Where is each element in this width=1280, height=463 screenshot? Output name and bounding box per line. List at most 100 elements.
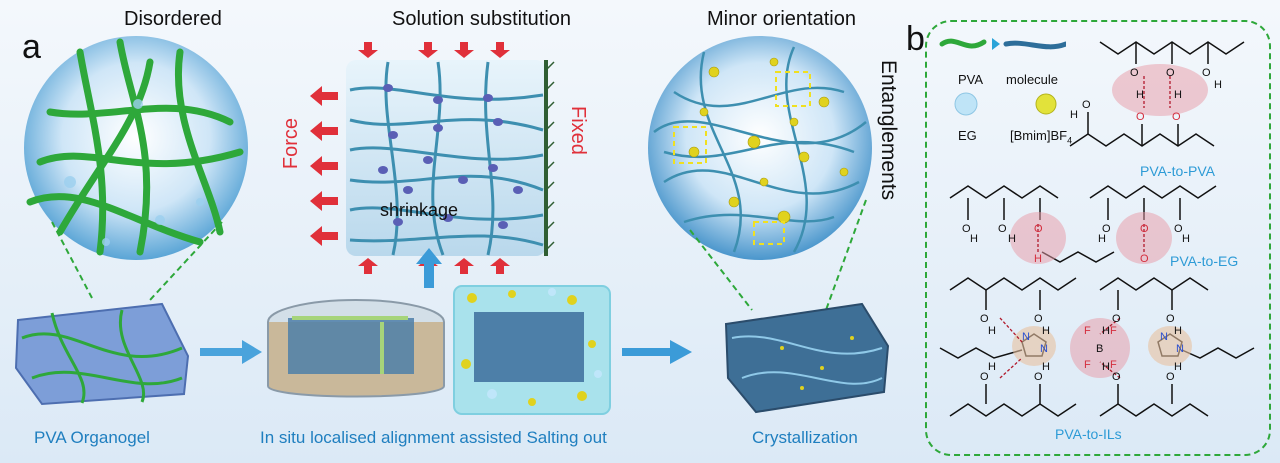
svg-text:O: O <box>1034 371 1043 383</box>
svg-text:O: O <box>980 371 989 383</box>
svg-text:O: O <box>1112 313 1121 325</box>
legend-pva: PVA <box>958 72 984 87</box>
svg-text:H: H <box>988 325 996 337</box>
svg-text:N: N <box>1160 331 1168 343</box>
fixed-label: Fixed <box>567 106 589 155</box>
svg-text:H: H <box>1098 233 1106 245</box>
legend-eg: EG <box>958 128 977 143</box>
green-fibers <box>26 38 244 256</box>
orientation-boxes <box>673 71 811 245</box>
butyl-chain-left <box>939 347 1023 359</box>
svg-text:O: O <box>1174 223 1183 235</box>
pva-chain-eg-left <box>949 185 1059 199</box>
label-pva-to-ils: PVA-to-ILs <box>1055 426 1122 442</box>
svg-text:O: O <box>1166 371 1175 383</box>
svg-text:F: F <box>1084 325 1091 337</box>
svg-text:H: H <box>1174 89 1182 101</box>
force-label: Force <box>280 118 302 170</box>
solution-substitution-title: Solution substitution <box>392 8 572 30</box>
entanglements-label: Entanglements <box>877 60 900 201</box>
minor-orientation-sphere <box>648 36 872 260</box>
top-shrink-arrows <box>358 42 510 58</box>
cation-highlights <box>1012 326 1192 366</box>
crystallization-image <box>724 302 890 414</box>
label-pva-to-eg: PVA-to-EG <box>1170 253 1239 269</box>
pva-chain-ils-top-right <box>1099 277 1209 291</box>
svg-text:O: O <box>1130 67 1139 79</box>
svg-text:B: B <box>1096 343 1103 355</box>
panel-b-legend <box>939 38 1066 116</box>
solution-substitution-panel <box>310 42 555 274</box>
svg-text:H: H <box>1034 253 1042 265</box>
arrow-to-dish <box>200 340 262 364</box>
butyl-chain-right <box>1181 347 1255 359</box>
svg-text:O: O <box>1140 253 1149 265</box>
gel-in-dish <box>288 318 414 374</box>
eg-sphere-icon <box>954 92 978 116</box>
svg-text:H: H <box>1070 109 1078 121</box>
svg-text:N: N <box>1176 343 1184 355</box>
svg-text:H: H <box>1174 361 1182 373</box>
pva-chain-ils-bottom-left <box>949 403 1077 417</box>
caption-crystallization: Crystallization <box>752 428 858 447</box>
pva-chain-ils-bottom-right <box>1099 403 1209 417</box>
up-arrow <box>416 248 442 288</box>
force-arrows <box>310 86 338 246</box>
pva-chain-icon <box>939 38 987 49</box>
svg-text:H: H <box>1042 325 1050 337</box>
arrow-icon <box>992 38 1000 50</box>
svg-text:H: H <box>1174 325 1182 337</box>
organogel-fibers <box>21 309 183 404</box>
mesh-nodes <box>378 84 523 229</box>
svg-text:H: H <box>1042 361 1050 373</box>
label-pva-to-pva: PVA-to-PVA <box>1140 163 1215 179</box>
arrow-to-crystal <box>622 340 692 364</box>
svg-text:H: H <box>1182 233 1190 245</box>
fixed-wall <box>544 60 555 256</box>
svg-text:H: H <box>1008 233 1016 245</box>
svg-text:F: F <box>1110 359 1117 371</box>
svg-text:O: O <box>980 313 989 325</box>
svg-text:H: H <box>1102 325 1110 337</box>
svg-text:H: H <box>988 361 996 373</box>
mesh-fibers <box>349 61 544 256</box>
hbond-highlights <box>1010 64 1208 378</box>
svg-text:O: O <box>998 223 1007 235</box>
panel-b-letter: b <box>906 20 925 58</box>
svg-text:N: N <box>1022 331 1030 343</box>
svg-text:O: O <box>1112 371 1121 383</box>
pva-organogel-image <box>14 302 190 406</box>
svg-text:H: H <box>1214 79 1222 91</box>
pva-chain-ils-top-left <box>949 277 1077 291</box>
svg-text:O: O <box>1034 223 1043 235</box>
svg-text:F: F <box>1084 359 1091 371</box>
zoom-box <box>453 285 611 415</box>
caption-salting-out: In situ localised alignment assisted Sal… <box>260 428 607 447</box>
caption-pva-organogel: PVA Organogel <box>34 428 150 447</box>
legend-bmim: [Bmim]BF4 <box>1010 128 1073 146</box>
shrinkage-label: shrinkage <box>380 200 459 220</box>
minor-orientation-title: Minor orientation <box>707 8 856 30</box>
panel-a-letter: a <box>22 28 41 66</box>
svg-text:O: O <box>1102 223 1111 235</box>
svg-text:H: H <box>1102 361 1110 373</box>
svg-text:O: O <box>1140 223 1149 235</box>
svg-text:O: O <box>1172 111 1181 123</box>
svg-text:O: O <box>1136 111 1145 123</box>
svg-text:F: F <box>1110 325 1117 337</box>
pva-chain-eg-right <box>1089 185 1217 199</box>
panel-b-frame <box>925 20 1271 456</box>
entangled-fibers <box>653 46 867 253</box>
svg-text:O: O <box>1082 99 1091 111</box>
legend-molecule: molecule <box>1006 72 1059 87</box>
svg-text:H: H <box>1136 89 1144 101</box>
svg-text:H: H <box>970 233 978 245</box>
svg-text:N: N <box>1040 343 1048 355</box>
il-sphere-icon <box>1035 93 1057 115</box>
svg-text:O: O <box>1166 67 1175 79</box>
disordered-title: Disordered <box>124 8 222 30</box>
svg-text:O: O <box>1166 313 1175 325</box>
salting-out-dish <box>267 299 445 398</box>
svg-text:O: O <box>1202 67 1211 79</box>
